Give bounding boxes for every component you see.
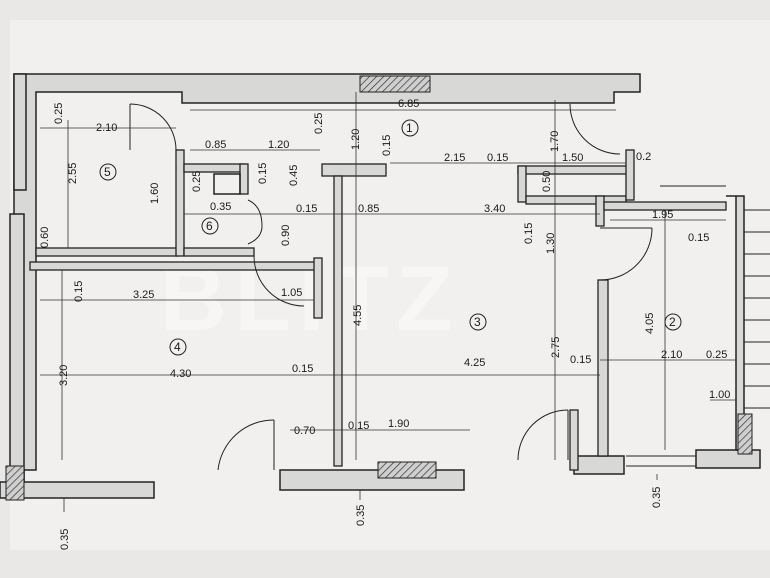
dim-label: 4.55 (352, 305, 364, 326)
dim-label: 2.75 (550, 337, 562, 358)
dim-label: 0.70 (294, 425, 315, 437)
dim-label: 0.15 (348, 420, 369, 432)
dim-label: 4.30 (170, 368, 191, 380)
dimension-labels: 0.25 2.10 0.25 1.20 6.85 0.85 1.20 0.15 … (39, 98, 730, 550)
dim-label: 0.35 (355, 505, 367, 526)
dim-label: 0.35 (651, 487, 663, 508)
room-number: 6 (206, 219, 213, 233)
dim-label: 1.20 (350, 129, 362, 150)
window-hatch-top (359, 75, 431, 93)
room-marker-1: 1 (401, 119, 419, 137)
dim-label: 2.10 (96, 122, 117, 134)
dim-label: 1.70 (549, 131, 561, 152)
dim-label: 1.60 (149, 183, 161, 204)
dim-label: 0.15 (292, 363, 313, 375)
dim-label: 0.60 (39, 227, 51, 248)
dim-label: 1.90 (388, 418, 409, 430)
room-number: 2 (669, 315, 676, 329)
room-number: 4 (174, 340, 181, 354)
dim-label: 0.25 (53, 103, 65, 124)
room-number: 5 (104, 165, 111, 179)
room-marker-2: 2 (664, 313, 682, 331)
dim-label: 0.35 (210, 201, 231, 213)
room-marker-3: 3 (469, 313, 487, 331)
dim-label: 2.15 (444, 152, 465, 164)
dim-label: 0.25 (191, 171, 203, 192)
dim-label: 0.85 (205, 139, 226, 151)
dim-label: 0.15 (381, 135, 393, 156)
dim-label: 4.25 (464, 357, 485, 369)
room-number: 1 (406, 121, 413, 135)
dim-label: 0.15 (688, 232, 709, 244)
leader-lines (63, 474, 658, 512)
dim-label: 4.05 (644, 313, 656, 334)
room-marker-6: 6 (201, 217, 219, 235)
dim-label: 0.50 (541, 171, 553, 192)
dim-label: 0.15 (73, 281, 85, 302)
room-number: 3 (474, 315, 481, 329)
dim-label: 6.85 (398, 98, 419, 110)
dimension-lines (40, 92, 736, 460)
dim-label: 0.45 (288, 165, 300, 186)
dim-label: 0.25 (706, 349, 727, 361)
closet-pillar (213, 173, 241, 195)
room-marker-4: 4 (169, 338, 187, 356)
room-markers: 1 2 3 4 5 6 (99, 119, 682, 356)
dim-label: 1.00 (709, 389, 730, 401)
dim-label: 0.85 (358, 203, 379, 215)
dim-label: 0.35 (59, 529, 71, 550)
dim-label: 0.90 (280, 225, 292, 246)
dim-label: 3.40 (484, 203, 505, 215)
dim-label: 0.15 (296, 203, 317, 215)
door-swings (129, 103, 653, 471)
dim-label: 1.20 (268, 139, 289, 151)
dim-label: 0.15 (570, 354, 591, 366)
dim-label: 0.25 (313, 113, 325, 134)
room-marker-5: 5 (99, 163, 117, 181)
dim-label: 3.20 (58, 365, 70, 386)
dim-label: 0.15 (523, 223, 535, 244)
window-hatch-bottom (377, 461, 437, 479)
dim-label: 1.50 (562, 152, 583, 164)
dim-label: 1.05 (281, 287, 302, 299)
stairs (626, 185, 770, 467)
dim-label: 2.55 (67, 163, 79, 184)
dim-label: 1.95 (652, 209, 673, 221)
dim-label: 3.25 (133, 289, 154, 301)
dim-label: 0.15 (487, 152, 508, 164)
wall-hatch-left (5, 465, 25, 501)
dim-label: 1.30 (545, 233, 557, 254)
wall-hatch-right (737, 413, 753, 455)
dim-label: 2.10 (661, 349, 682, 361)
dim-label: 0.2 (636, 151, 651, 163)
inner-walls (29, 149, 727, 471)
dim-label: 0.15 (257, 163, 269, 184)
